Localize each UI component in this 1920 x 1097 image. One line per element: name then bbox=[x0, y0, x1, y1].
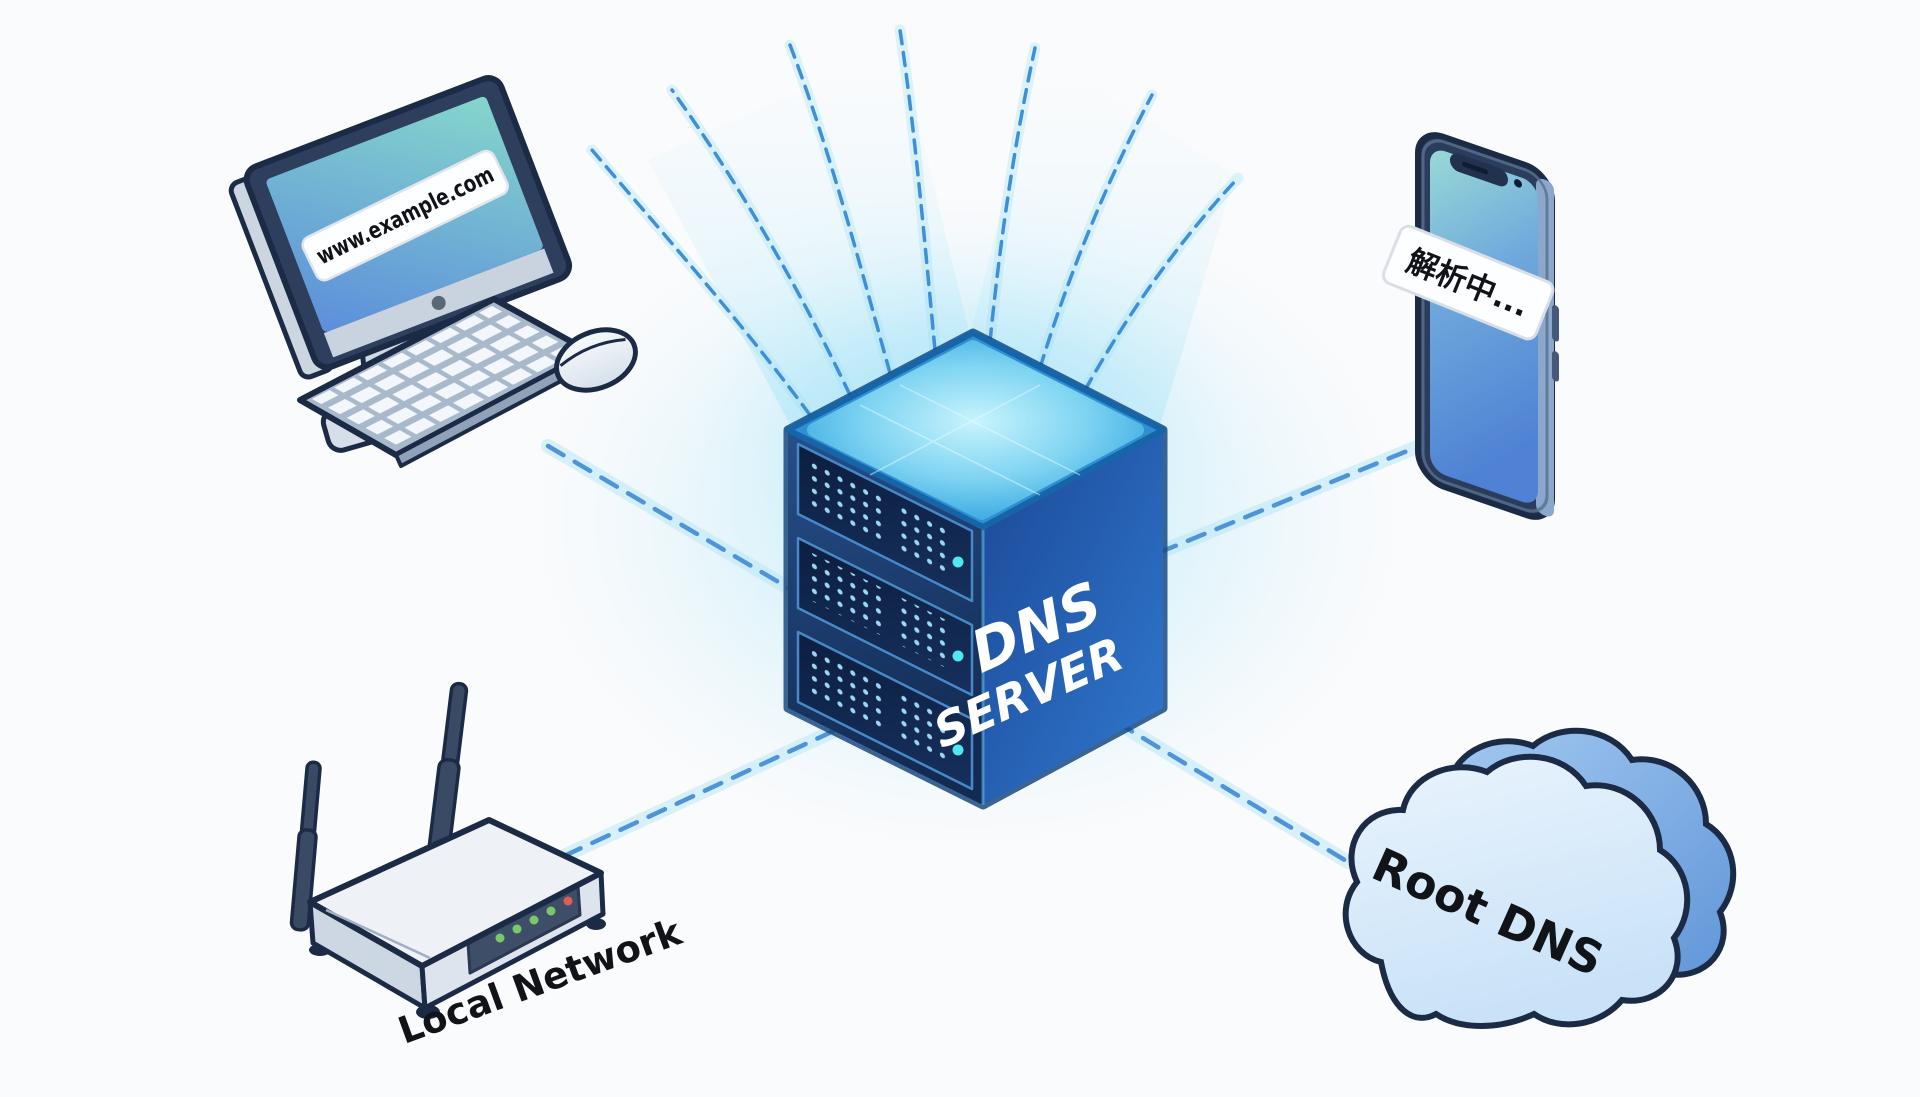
server-led bbox=[952, 744, 964, 756]
router-led-green bbox=[546, 906, 556, 916]
cloud-front bbox=[1342, 753, 1691, 1029]
signal-ray bbox=[1083, 176, 1240, 392]
server-right-face bbox=[983, 430, 1163, 805]
keyboard-keys bbox=[312, 306, 577, 445]
router-led-green bbox=[529, 915, 539, 925]
signal-ray bbox=[898, 28, 937, 352]
server-led bbox=[952, 556, 964, 568]
phone-side-band bbox=[1536, 178, 1554, 517]
server-rack-units bbox=[796, 442, 974, 791]
phone-speaker bbox=[1462, 161, 1488, 175]
signal-ray bbox=[670, 88, 852, 397]
light-beams bbox=[648, 45, 1235, 428]
phone-camera-dot bbox=[1514, 179, 1522, 188]
monitor-camera-dot bbox=[431, 295, 446, 310]
router-led-green bbox=[512, 924, 522, 934]
smartphone: 解析中... bbox=[1381, 132, 1559, 520]
router-antenna bbox=[289, 760, 322, 932]
keyboard bbox=[297, 296, 597, 468]
router-top-face bbox=[307, 817, 604, 969]
router-led-green bbox=[495, 933, 505, 943]
dns-server: DNS SERVER bbox=[783, 328, 1168, 810]
router-led-red bbox=[563, 896, 573, 906]
phone-screen bbox=[1430, 150, 1538, 503]
desktop-computer: www.example.com bbox=[228, 75, 638, 468]
connection-computer-server bbox=[545, 443, 795, 593]
signal-ray bbox=[590, 148, 812, 417]
server-led bbox=[952, 650, 964, 662]
phone-side-button bbox=[1552, 351, 1559, 382]
mouse bbox=[554, 327, 638, 393]
phone-side-button bbox=[1552, 305, 1559, 342]
signal-ray bbox=[1038, 93, 1154, 370]
root-dns-cloud: Root DNS bbox=[1342, 727, 1737, 1029]
signal-ray bbox=[788, 43, 892, 375]
connection-server-cloud bbox=[1087, 703, 1351, 865]
signal-rays bbox=[586, 24, 1244, 421]
